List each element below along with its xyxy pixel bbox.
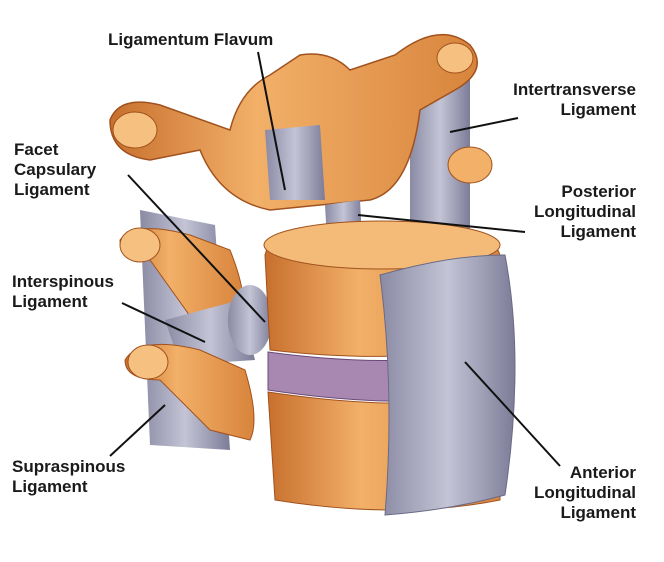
label-line: Supraspinous: [12, 457, 126, 476]
upper-vertebra: [109, 33, 478, 211]
label-line: Longitudinal: [534, 202, 636, 221]
label-posterior-longitudinal-ligament: Posterior Longitudinal Ligament: [534, 182, 636, 242]
label-line: Ligament: [14, 180, 90, 199]
vertebral-endplate: [263, 220, 501, 270]
label-intertransverse-ligament: Intertransverse Ligament: [513, 80, 636, 120]
label-line: Ligament: [560, 503, 636, 522]
label-facet-capsulary-ligament: Facet Capsulary Ligament: [14, 140, 96, 200]
ligamentum-flavum: [265, 125, 325, 200]
label-line: Ligament: [12, 292, 88, 311]
label-line: Capsulary: [14, 160, 97, 179]
leader-lines: [109, 51, 561, 467]
label-line: Anterior: [569, 463, 636, 482]
transverse-process-tip: [112, 111, 158, 149]
label-interspinous-ligament: Interspinous Ligament: [12, 272, 114, 312]
label-line: Facet: [14, 140, 59, 159]
label-line: Ligament: [560, 100, 636, 119]
label-line: Ligament: [12, 477, 88, 496]
label-supraspinous-ligament: Supraspinous Ligament: [12, 457, 125, 497]
label-anterior-longitudinal-ligament: Anterior Longitudinal Ligament: [534, 463, 636, 523]
label-line: Longitudinal: [534, 483, 636, 502]
label-line: Intertransverse: [513, 80, 636, 99]
transverse-process-tip: [436, 42, 474, 74]
label-line: Ligament: [560, 222, 636, 241]
label-ligamentum-flavum: Ligamentum Flavum: [108, 30, 274, 49]
intertransverse-ligament: [410, 70, 470, 240]
facet-capsule: [228, 285, 272, 355]
anterior-longitudinal-ligament: [379, 254, 516, 516]
label-line: Interspinous: [12, 272, 115, 291]
label-line: Posterior: [561, 182, 636, 201]
